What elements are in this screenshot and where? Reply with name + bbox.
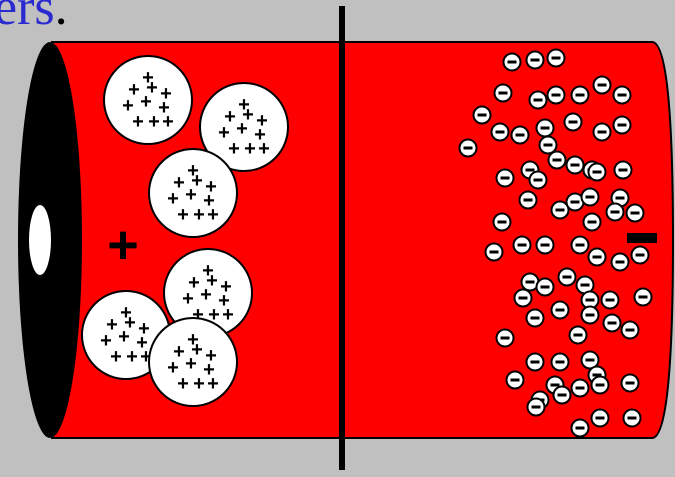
negative-ion-icon bbox=[624, 410, 641, 427]
negative-ion-icon bbox=[612, 254, 629, 271]
positive-charge-sign: + bbox=[236, 118, 248, 140]
positive-charge-cluster-icon: ++++++++++ bbox=[149, 318, 237, 406]
negative-ion-icon bbox=[492, 124, 509, 141]
positive-charge-sign: + bbox=[185, 353, 197, 375]
positive-charge-sign: + bbox=[148, 111, 160, 133]
negative-ion-icon bbox=[552, 302, 569, 319]
positive-charge-sign: + bbox=[162, 111, 174, 133]
negative-ion-icon bbox=[537, 120, 554, 137]
positive-charge-sign: + bbox=[132, 111, 144, 133]
negative-ion-icon bbox=[622, 322, 639, 339]
negative-ion-icon bbox=[632, 247, 649, 264]
negative-ion-icon bbox=[635, 289, 652, 306]
positive-charge-sign: + bbox=[126, 346, 138, 368]
negative-ion-icon bbox=[627, 205, 644, 222]
negative-ion-icon bbox=[474, 107, 491, 124]
negative-ion-icon bbox=[570, 327, 587, 344]
negative-ion-icon bbox=[622, 375, 639, 392]
negative-ion-icon bbox=[512, 127, 529, 144]
positive-charge-cluster-icon: ++++++++++ bbox=[149, 149, 237, 237]
negative-ion-icon bbox=[494, 214, 511, 231]
negative-ion-icon bbox=[504, 54, 521, 71]
positive-charge-sign: + bbox=[200, 284, 212, 306]
negative-ion-icon bbox=[582, 189, 599, 206]
negative-ion-icon bbox=[486, 244, 503, 261]
negative-ion-icon bbox=[565, 114, 582, 131]
negative-ion-icon bbox=[537, 237, 554, 254]
negative-ion-icon bbox=[615, 162, 632, 179]
positive-charge-sign: + bbox=[244, 138, 256, 160]
positive-charge-sign: + bbox=[110, 346, 122, 368]
positive-charge-sign: + bbox=[177, 373, 189, 395]
negative-ion-icon bbox=[520, 192, 537, 209]
positive-charge-sign: + bbox=[207, 373, 219, 395]
positive-charge-sign: + bbox=[222, 304, 234, 326]
negative-ion-icon bbox=[540, 137, 557, 154]
negative-ion-icon bbox=[572, 87, 589, 104]
positive-charge-sign: + bbox=[185, 184, 197, 206]
negative-ion-icon bbox=[554, 387, 571, 404]
positive-charge-sign: + bbox=[258, 138, 270, 160]
positive-charge-sign: + bbox=[207, 204, 219, 226]
negative-ion-icon bbox=[604, 315, 621, 332]
negative-ion-icon bbox=[549, 152, 566, 169]
negative-ion-icon bbox=[552, 354, 569, 371]
terminal-hole bbox=[29, 205, 51, 275]
negative-ion-icon bbox=[527, 354, 544, 371]
positive-charge-sign: + bbox=[193, 373, 205, 395]
negative-ion-icon bbox=[495, 85, 512, 102]
negative-ion-icon bbox=[559, 269, 576, 286]
negative-ion-icon bbox=[528, 399, 545, 416]
negative-ion-icon bbox=[594, 124, 611, 141]
negative-ion-icon bbox=[592, 377, 609, 394]
negative-ion-icon bbox=[497, 170, 514, 187]
negative-ion-icon bbox=[572, 420, 589, 437]
negative-ion-icon bbox=[592, 410, 609, 427]
negative-ion-icon bbox=[530, 172, 547, 189]
negative-ion-icon bbox=[548, 87, 565, 104]
negative-ion-icon bbox=[614, 87, 631, 104]
negative-ion-icon bbox=[514, 237, 531, 254]
negative-ion-icon bbox=[515, 290, 532, 307]
negative-ion-icon bbox=[527, 310, 544, 327]
positive-charge-sign: + bbox=[118, 326, 130, 348]
positive-side-label: + bbox=[107, 215, 139, 275]
positive-charge-sign: + bbox=[140, 91, 152, 113]
negative-ion-icon bbox=[607, 204, 624, 221]
negative-ion-icon bbox=[614, 117, 631, 134]
negative-ion-icon bbox=[582, 307, 599, 324]
negative-ion-icon bbox=[602, 292, 619, 309]
negative-ion-icon bbox=[497, 330, 514, 347]
negative-ion-icon bbox=[530, 92, 547, 109]
positive-charge-cluster-icon: ++++++++++ bbox=[104, 56, 192, 144]
negative-ion-icon bbox=[507, 372, 524, 389]
negative-ion-icon bbox=[567, 157, 584, 174]
negative-ion-icon bbox=[548, 50, 565, 67]
negative-ion-icon bbox=[589, 164, 606, 181]
negative-ion-icon bbox=[594, 77, 611, 94]
negative-ion-icon bbox=[572, 380, 589, 397]
positive-charge-sign: + bbox=[177, 204, 189, 226]
negative-ion-icon bbox=[584, 214, 601, 231]
negative-ion-icon bbox=[572, 237, 589, 254]
negative-side-label bbox=[627, 233, 657, 243]
negative-ion-icon bbox=[460, 140, 477, 157]
positive-charge-sign: + bbox=[193, 204, 205, 226]
negative-ion-icon bbox=[537, 279, 554, 296]
positive-charge-sign: + bbox=[228, 138, 240, 160]
negative-ion-icon bbox=[527, 52, 544, 69]
negative-ion-icon bbox=[589, 249, 606, 266]
